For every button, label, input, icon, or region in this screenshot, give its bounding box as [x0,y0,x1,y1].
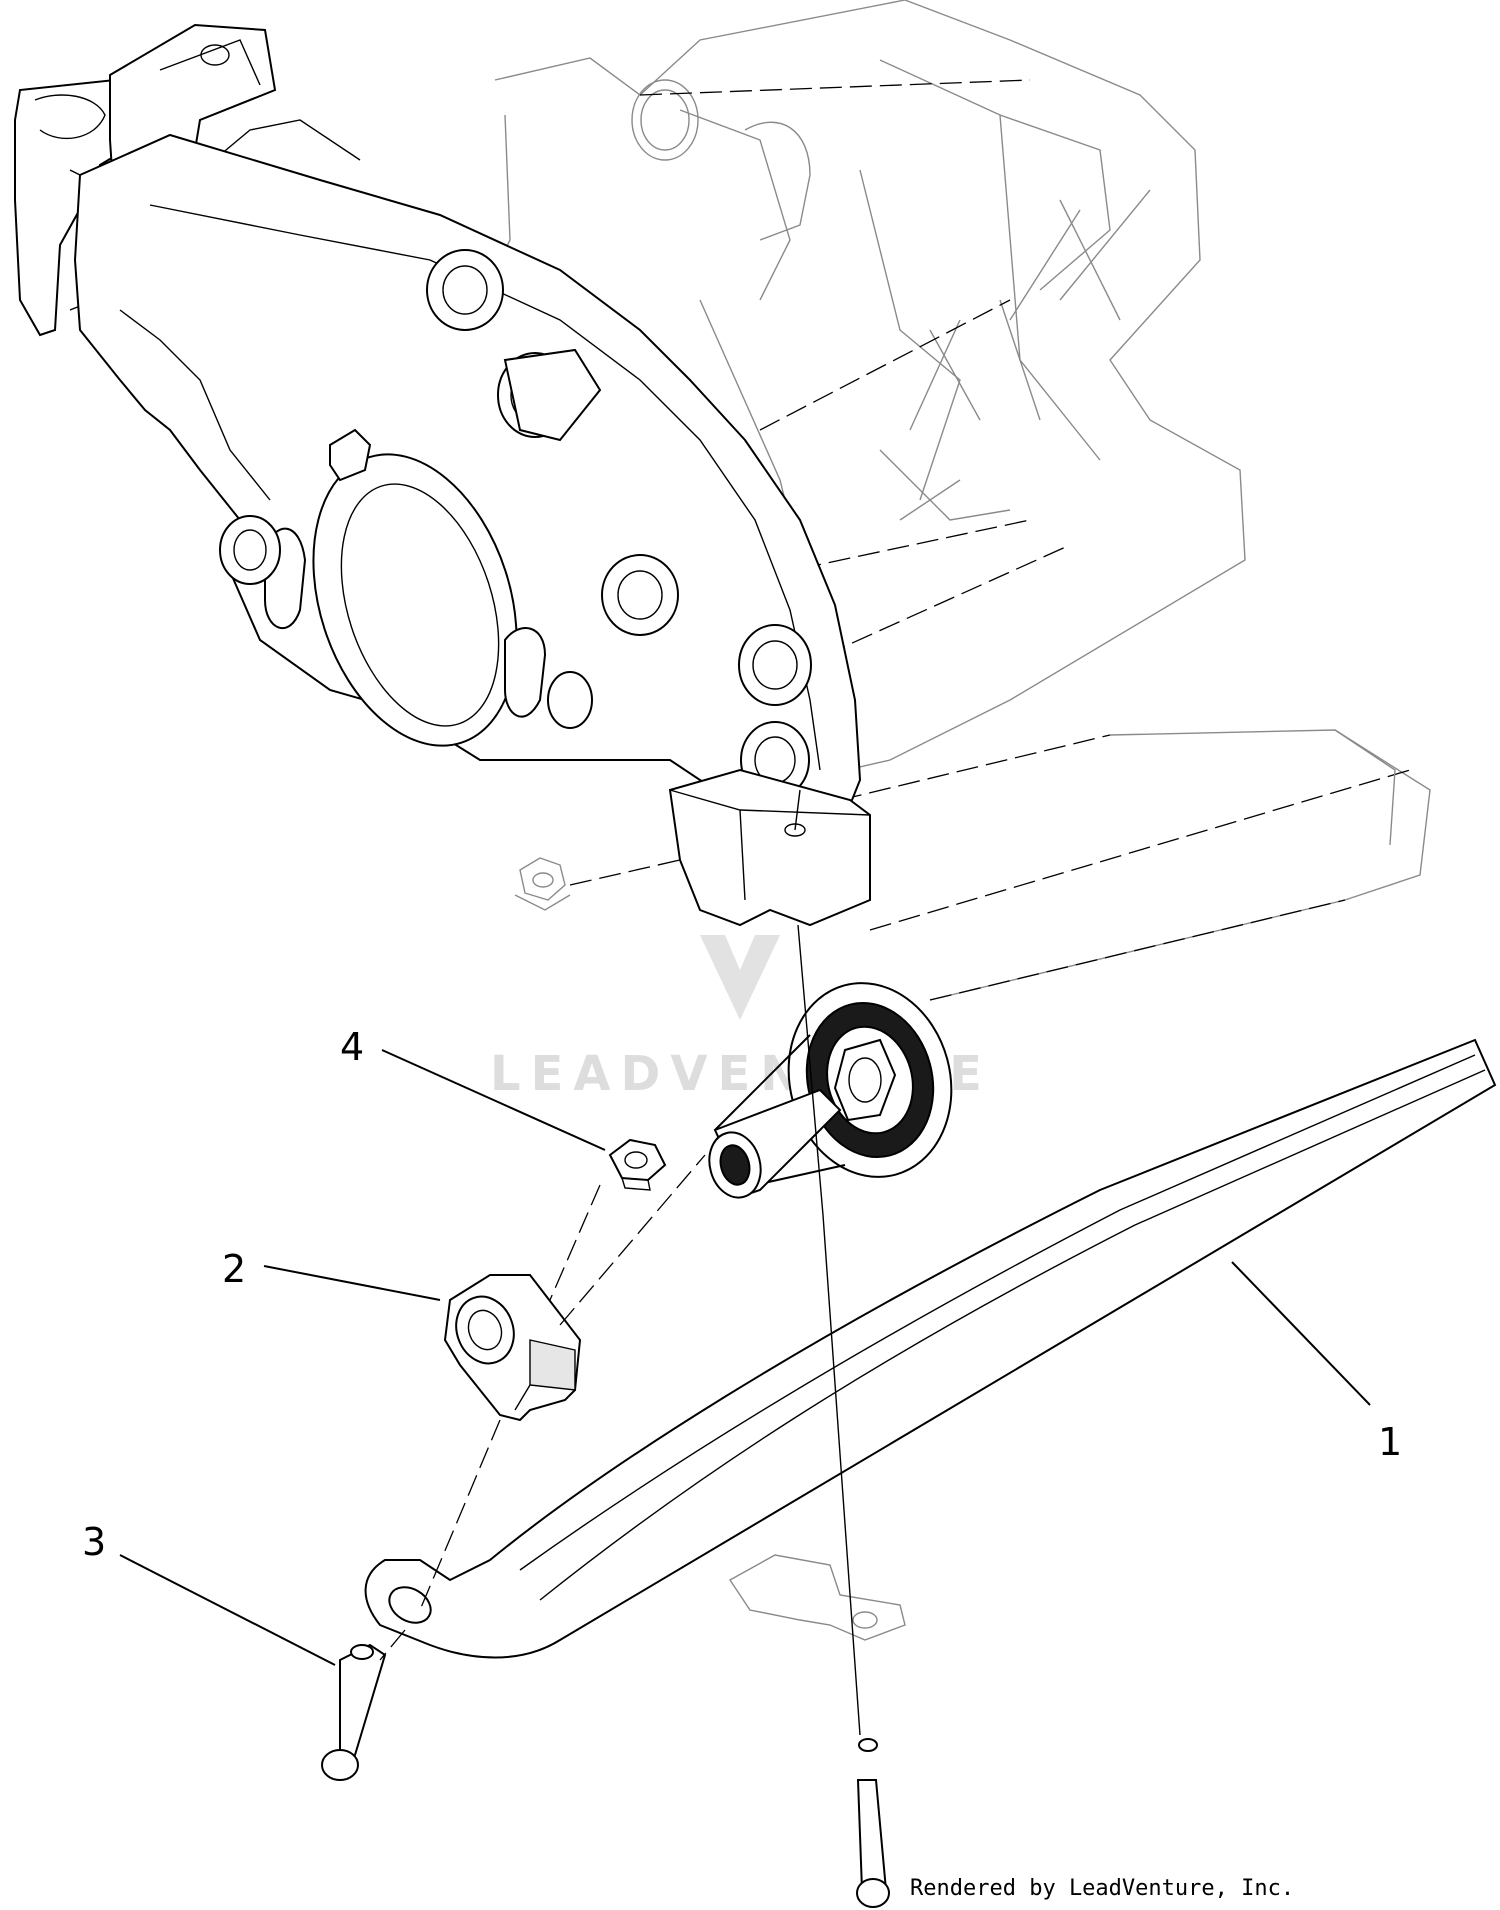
leader-3 [119,1554,336,1666]
callout-3: 3 [82,1520,106,1564]
callout-2: 2 [222,1247,246,1291]
clamp-block [443,1274,582,1422]
render-credit: Rendered by LeadVenture, Inc. [910,1876,1294,1901]
callout-1: 1 [1378,1420,1402,1464]
assembly-lines [379,924,861,1736]
leader-1 [1231,1261,1371,1406]
leader-2 [263,1265,441,1301]
long-bolt [856,1738,890,1908]
deck-tube-outline [839,729,1431,1001]
ghost-clip [728,1554,906,1641]
flange-nut-ghost [514,857,681,911]
mounting-bracket-assembly [14,23,871,927]
callout-leaders [119,1049,1371,1666]
bearing-roller [714,982,953,1186]
frame-rail [364,1038,1497,1659]
spacer-sleeve [708,1088,842,1199]
callout-4: 4 [340,1025,364,1069]
leader-4 [381,1049,606,1151]
locknut [608,1138,667,1191]
shoulder-bolt [321,1643,387,1781]
